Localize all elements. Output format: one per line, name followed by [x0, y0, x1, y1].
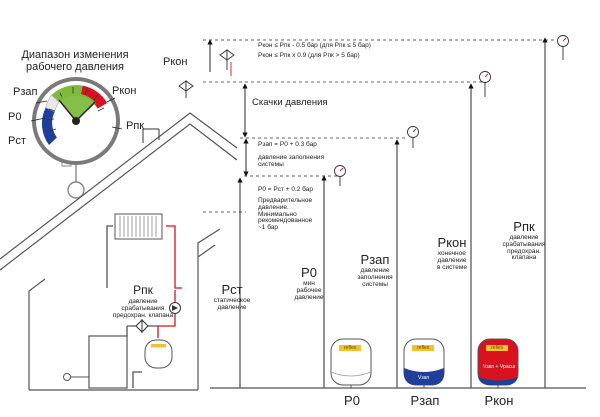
house	[0, 112, 238, 391]
column-pkon-description: конечное давление в системе	[437, 250, 467, 271]
gauge-green-zone	[51, 85, 83, 103]
small-pressure-gauge-icons	[334, 35, 569, 186]
pzap-formula: Рзап = Р0 + 0.3 бар	[258, 141, 317, 148]
bottom-label-pzap: Рзап	[410, 393, 440, 408]
gauge-label-pzap: Рзап	[13, 86, 38, 98]
tank-pkon-volume-label: Vзап + Vрасш	[483, 364, 516, 370]
gauge-label-ppk: Рпк	[126, 120, 145, 132]
pkon-formula-line2: Ркон ≤ Рпк x 0.9 (для Рпк > 5 бар)	[258, 52, 360, 59]
safety-valve	[135, 318, 149, 334]
column-pkon-symbol: Ркон	[437, 235, 467, 250]
gauge-blue-zone	[41, 107, 57, 145]
column-pst-symbol: Рст	[221, 282, 243, 297]
house-ppk-label: Рпк	[133, 283, 153, 297]
column-pzap-description: давление заполнения системы	[357, 267, 393, 288]
p0-formula: Р0 = Рст + 0.2 бар	[258, 186, 313, 193]
tank-p0-brand: reflex	[344, 345, 357, 351]
gauge-label-pkon: Ркон	[112, 85, 137, 97]
pkon-top-label: Ркон	[163, 56, 188, 68]
pzap-formula-description: давление заполнения системы	[258, 154, 325, 168]
column-pzap-symbol: Рзап	[360, 252, 390, 267]
tank-pzap-volume-label: Vзап	[418, 375, 430, 381]
p0-formula-description: Предварительное давление. Минимально рек…	[258, 197, 313, 232]
top-valve-icons	[178, 49, 235, 98]
gauge-red-zone	[80, 85, 108, 109]
gauge-label-p0: Р0	[8, 111, 22, 123]
circulation-pump	[169, 302, 181, 314]
boiler	[63, 335, 128, 389]
column-p0-symbol: Р0	[301, 265, 317, 280]
house-ppk-description: давление срабатывания предохран. клапана	[112, 298, 174, 319]
house-expansion-tank	[144, 339, 173, 369]
radiator	[114, 213, 163, 240]
pressure-surges-label: Скачки давления	[252, 97, 328, 108]
column-ppk-description: давление срабатывания предохран. клапана	[502, 234, 546, 262]
tank-pkon	[477, 338, 519, 386]
tank-pzap	[403, 338, 445, 386]
reference-lines	[203, 39, 562, 213]
column-ppk-symbol: Рпк	[513, 219, 535, 234]
tank-pkon-brand: reflex	[491, 345, 504, 351]
gauge-title: Диапазон изменения рабочего давления	[21, 49, 129, 73]
column-p0-description: мин рабочее давление	[294, 280, 324, 301]
pressure-arrows	[207, 37, 586, 389]
column-pst-description: статическое давление	[213, 297, 251, 311]
gauge-label-pst: Рст	[8, 135, 26, 147]
tank-supports	[350, 385, 499, 388]
bottom-label-pkon: Ркон	[484, 393, 514, 408]
bottom-label-p0: Р0	[344, 393, 360, 408]
pkon-formula-line1: Ркон ≤ Рпк - 0.5 бар (для Рпк ≤ 5 бар)	[258, 42, 371, 49]
tank-p0	[330, 338, 372, 386]
pressure-gauge	[30, 77, 123, 199]
tank-pzap-brand: reflex	[417, 345, 430, 351]
